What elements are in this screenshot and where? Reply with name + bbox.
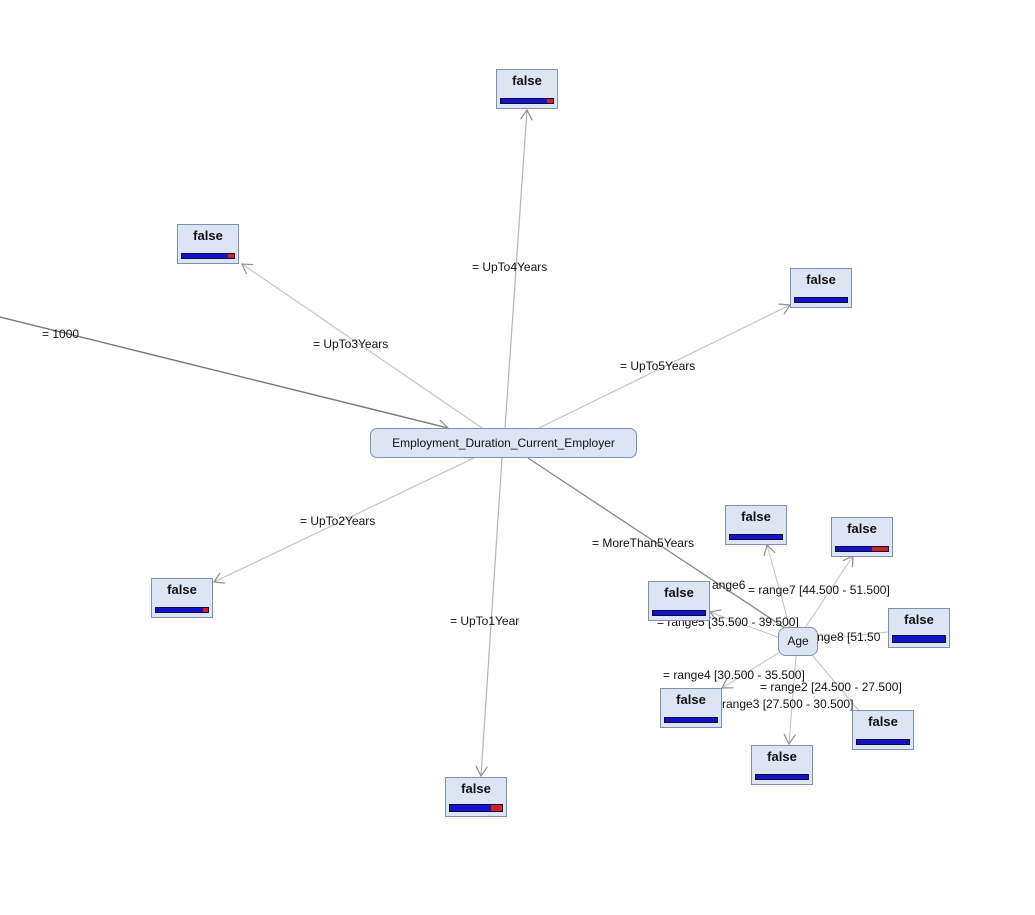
class-distribution-bar <box>181 253 235 259</box>
edge-label-age-range4: = range4 [30.500 - 35.500] <box>663 668 805 682</box>
leaf-label: false <box>741 509 771 524</box>
node-age[interactable]: Age <box>778 627 818 656</box>
edge-age-range7 <box>804 556 853 629</box>
leaf-age-range4[interactable]: false <box>660 688 722 728</box>
leaf-label: false <box>767 749 797 764</box>
edge-label-upto4: = UpTo4Years <box>472 260 548 274</box>
edge-upto5 <box>534 305 790 431</box>
class-distribution-bar <box>729 534 783 540</box>
leaf-label: false <box>806 272 836 287</box>
leaf-label: false <box>904 612 934 627</box>
leaf-age-range6[interactable]: false <box>725 505 787 545</box>
bar-red-portion <box>546 99 553 103</box>
edge-label-age-range2: = range2 [24.500 - 27.500] <box>760 680 902 694</box>
leaf-label: false <box>193 228 223 243</box>
bar-red-portion <box>490 805 502 811</box>
class-distribution-bar <box>755 774 809 780</box>
edge-upto2 <box>214 455 479 582</box>
edge-age-range4 <box>722 651 781 688</box>
bar-red-portion <box>872 547 888 551</box>
leaf-label: false <box>512 73 542 88</box>
edge-label-age-range8: nge8 [51.50 <box>817 630 881 644</box>
leaf-age-range8[interactable]: false <box>888 608 950 648</box>
edge-upto4 <box>504 110 527 429</box>
class-distribution-bar <box>856 739 910 745</box>
leaf-upto4[interactable]: false <box>496 69 558 109</box>
node-employment-duration[interactable]: Employment_Duration_Current_Employer <box>370 428 637 458</box>
edge-label-incoming: = 1000 <box>42 327 80 341</box>
leaf-age-range7[interactable]: false <box>831 517 893 557</box>
class-distribution-bar <box>155 607 209 613</box>
edge-age-range3 <box>789 655 797 744</box>
edge-label-upto1: = UpTo1Year <box>450 614 520 628</box>
edge-age-range6 <box>767 545 791 629</box>
leaf-upto1[interactable]: false <box>445 777 507 817</box>
leaf-age-range3[interactable]: false <box>751 745 813 785</box>
leaf-label: false <box>676 692 706 707</box>
edge-label-upto2: = UpTo2Years <box>300 514 376 528</box>
leaf-label: false <box>461 781 491 796</box>
edge-age-range8 <box>817 631 889 641</box>
edge-morethan5 <box>527 457 786 629</box>
class-distribution-bar <box>892 635 946 643</box>
bar-red-portion <box>202 608 208 612</box>
edge-label-upto3: = UpTo3Years <box>313 337 389 351</box>
edge-label-age-range6: ange6 <box>712 578 746 592</box>
leaf-label: false <box>167 582 197 597</box>
leaf-upto2[interactable]: false <box>151 578 213 618</box>
edge-upto3 <box>242 264 486 431</box>
edge-incoming <box>0 316 448 428</box>
leaf-upto5[interactable]: false <box>790 268 852 308</box>
class-distribution-bar <box>794 297 848 303</box>
class-distribution-bar <box>652 610 706 616</box>
bar-red-portion <box>227 254 234 258</box>
leaf-label: false <box>868 714 898 729</box>
leaf-label: false <box>664 585 694 600</box>
edge-upto1 <box>481 457 503 776</box>
edge-age-range2 <box>811 654 861 713</box>
class-distribution-bar <box>835 546 889 552</box>
edge-label-age-range7: = range7 [44.500 - 51.500] <box>748 583 890 597</box>
leaf-age-range2[interactable]: false <box>852 710 914 750</box>
class-distribution-bar <box>500 98 554 104</box>
leaf-age-range5[interactable]: false <box>648 581 710 621</box>
edge-age-range5 <box>710 612 781 639</box>
edge-label-upto5: = UpTo5Years <box>620 359 696 373</box>
edge-label-age-range3: range3 [27.500 - 30.500] <box>722 697 854 711</box>
class-distribution-bar <box>664 717 718 723</box>
edge-label-morethan5: = MoreThan5Years <box>592 536 694 550</box>
leaf-upto3[interactable]: false <box>177 224 239 264</box>
leaf-label: false <box>847 521 877 536</box>
class-distribution-bar <box>449 804 503 812</box>
